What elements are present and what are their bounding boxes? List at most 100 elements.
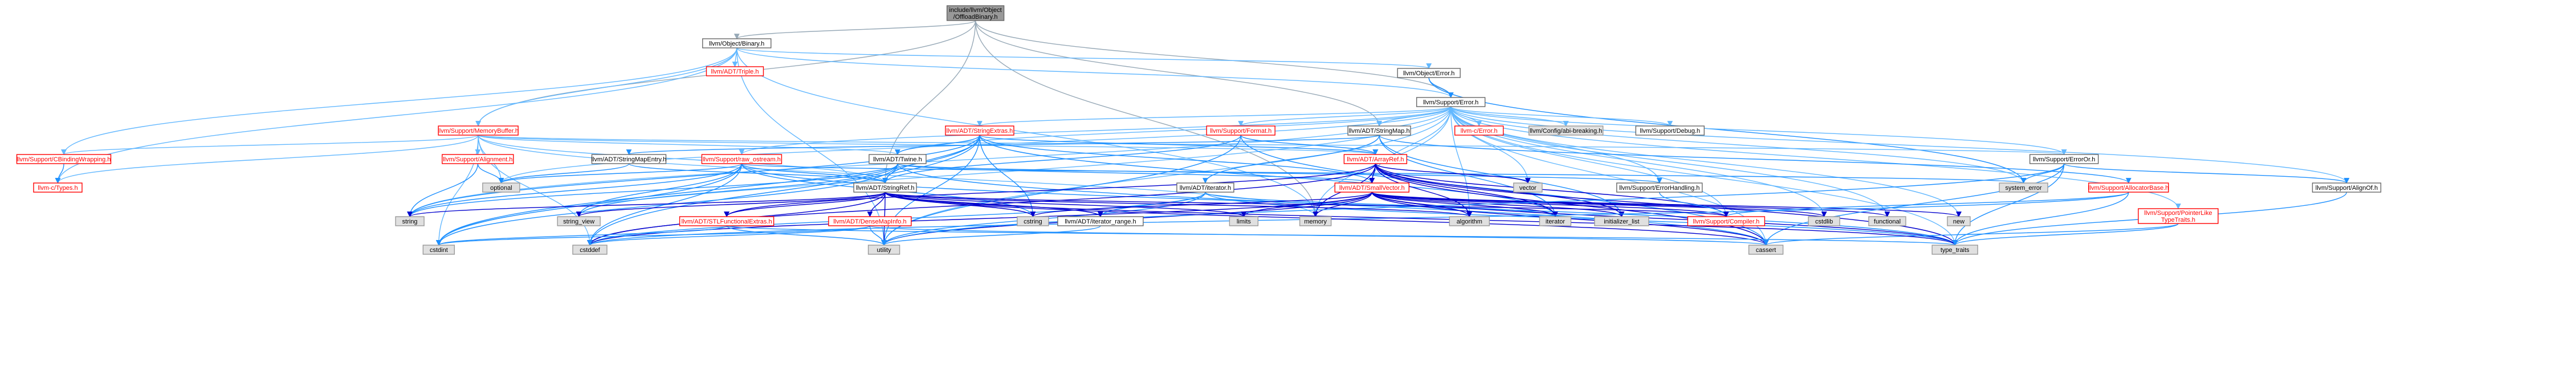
node-memorybuffer[interactable]: llvm/Support/MemoryBuffer.h	[438, 125, 519, 136]
node-stringextras[interactable]: llvm/ADT/StringExtras.h	[945, 125, 1014, 136]
node-binary[interactable]: llvm/Object/Binary.h	[702, 38, 772, 48]
node-stringref[interactable]: llvm/ADT/StringRef.h	[853, 182, 917, 193]
edge-rawostream-to-string	[407, 163, 743, 217]
node-cstddef: cstddef	[572, 245, 608, 255]
node-smallvector[interactable]: llvm/ADT/SmallVector.h	[1334, 182, 1410, 193]
node-utility: utility	[867, 245, 900, 255]
node-label-vector: vector	[1519, 185, 1536, 192]
node-label-densemapinfo: llvm/ADT/DenseMapInfo.h	[833, 218, 906, 225]
node-debug[interactable]: llvm/Support/Debug.h	[1635, 125, 1705, 136]
edge-smallvector-to-new	[1371, 192, 1962, 217]
edge-root-to-error	[975, 20, 1454, 98]
node-stringmap[interactable]: llvm/ADT/StringMap.h	[1347, 125, 1411, 136]
edge-stringextras-to-cstddef	[587, 135, 980, 246]
node-densemapinfo[interactable]: llvm/ADT/DenseMapInfo.h	[828, 216, 912, 226]
edge-binary-to-utility	[736, 47, 887, 246]
edge-densemapinfo-to-cstddef	[587, 225, 871, 246]
node-cstring: cstring	[1017, 216, 1049, 226]
node-rawostream[interactable]: llvm/Support/raw_ostream.h	[701, 154, 782, 164]
edge-error-to-utility	[881, 106, 1452, 246]
node-stlfunctional[interactable]: llvm/ADT/STLFunctionalExtras.h	[679, 216, 775, 226]
node-label-erroror: llvm/Support/ErrorOr.h	[2033, 156, 2095, 163]
node-arrayref[interactable]: llvm/ADT/ArrayRef.h	[1343, 154, 1408, 164]
node-box-iteratorrange	[1057, 216, 1144, 226]
edge-smallvector-to-initializerlist	[1371, 192, 1625, 217]
edge-error-to-debug	[1450, 106, 1673, 127]
edge-error-to-smallvector	[1369, 106, 1452, 184]
edge-root-to-stringmap	[975, 20, 1382, 127]
node-alignment[interactable]: llvm/Support/Alignment.h	[442, 154, 514, 164]
node-label-compiler: llvm/Support/Compiler.h	[1693, 218, 1760, 225]
node-label-objerror: llvm/Object/Error.h	[1403, 70, 1454, 77]
edge-pointerlike-to-cassert	[1763, 223, 2179, 246]
edge-stringref-to-densemapinfo	[867, 192, 886, 217]
edge-error-to-alignof	[1450, 106, 2350, 184]
edge-twine-to-stringview	[576, 163, 898, 217]
node-cbinding[interactable]: llvm/Support/CBindingWrapping.h	[16, 154, 112, 164]
node-box-triple	[706, 66, 764, 76]
node-cerror[interactable]: llvm-c/Error.h	[1454, 125, 1504, 136]
node-errorhandling[interactable]: llvm/Support/ErrorHandling.h	[1616, 182, 1703, 193]
node-compiler[interactable]: llvm/Support/Compiler.h	[1687, 216, 1766, 226]
node-twine[interactable]: llvm/ADT/Twine.h	[869, 154, 927, 164]
node-iterator[interactable]: llvm/ADT/iterator.h	[1176, 182, 1234, 193]
edge-memorybuffer-to-cstdint	[435, 135, 479, 246]
node-triple[interactable]: llvm/ADT/Triple.h	[706, 66, 764, 76]
nodes-layer: include/llvm/Object/OffloadBinary.h llvm/…	[16, 5, 2382, 255]
node-label-memory: memory	[1304, 218, 1327, 225]
node-ctypes[interactable]: llvm-c/Types.h	[33, 182, 83, 193]
edge-stringref-to-cstring	[885, 192, 1036, 217]
edge-rawostream-to-stringref	[741, 163, 888, 184]
node-box-cassert	[1748, 245, 1784, 255]
node-objerror[interactable]: llvm/Object/Error.h	[1397, 68, 1461, 78]
node-box-ctypes	[33, 182, 83, 193]
node-label-stringextras: llvm/ADT/StringExtras.h	[947, 128, 1013, 135]
node-label-iteratorrange: llvm/ADT/iterator_range.h	[1065, 218, 1136, 225]
node-label-rawostream: llvm/Support/raw_ostream.h	[703, 156, 781, 163]
edge-rawostream-to-optional	[498, 163, 743, 184]
node-label-arrayref: llvm/ADT/ArrayRef.h	[1347, 156, 1404, 163]
edge-cbinding-to-ctypes	[55, 163, 64, 184]
node-stringmapentry[interactable]: llvm/ADT/StringMapEntry.h	[592, 154, 667, 164]
edge-binary-to-memorybuffer	[475, 47, 737, 127]
edge-arrayref-to-vector	[1375, 163, 1531, 184]
node-box-stringextras	[945, 125, 1014, 136]
edge-error-to-cstdlib	[1450, 106, 1827, 217]
node-box-pointerlike	[2138, 208, 2219, 224]
edge-error-to-abibreaking	[1450, 106, 1569, 127]
edge-stringref-to-algorithm	[885, 192, 1472, 217]
edge-twine-to-smallvector	[897, 163, 1375, 184]
edge-densemapinfo-to-cstdint	[436, 225, 871, 246]
edge-smallvector-to-typetraits	[1371, 192, 1958, 246]
edge-root-to-stringref	[882, 20, 976, 184]
node-format[interactable]: llvm/Support/Format.h	[1206, 125, 1275, 136]
edge-memorybuffer-to-arrayref	[478, 135, 1378, 155]
edge-stringextras-to-twine	[895, 135, 980, 155]
node-memory: memory	[1299, 216, 1332, 226]
node-box-cstdlib	[1808, 216, 1840, 226]
edge-stringref-to-typetraits	[885, 192, 1958, 246]
node-box-cstring	[1017, 216, 1049, 226]
node-label-cstddef: cstddef	[580, 247, 600, 254]
edge-stringref-to-compiler	[885, 192, 1729, 217]
node-allocatorbase[interactable]: llvm/Support/AllocatorBase.h	[2088, 182, 2169, 193]
node-alignof[interactable]: llvm/Support/AlignOf.h	[2312, 182, 2382, 193]
node-label-root: include/llvm/Object	[949, 7, 1001, 14]
edge-smallvector-to-cstring	[1030, 192, 1373, 217]
node-stringview: string_view	[557, 216, 601, 226]
node-string: string	[395, 216, 425, 226]
edge-stringmap-to-stringmapentry	[626, 135, 1380, 155]
node-error[interactable]: llvm/Support/Error.h	[1416, 97, 1486, 107]
node-label-functional: functional	[1874, 218, 1901, 225]
edge-smallvector-to-memory	[1313, 192, 1373, 217]
edge-twine-to-errorhandling	[897, 163, 1662, 184]
node-root[interactable]: include/llvm/Object/OffloadBinary.h	[946, 5, 1005, 21]
node-erroror[interactable]: llvm/Support/ErrorOr.h	[2029, 154, 2099, 164]
node-label-cerror: llvm-c/Error.h	[1461, 128, 1498, 135]
node-algorithm: algorithm	[1449, 216, 1490, 226]
node-iteratorrange[interactable]: llvm/ADT/iterator_range.h	[1057, 216, 1144, 226]
node-label-initializerlist: initializer_list	[1604, 218, 1639, 225]
edge-erroror-to-utility	[881, 163, 2065, 246]
edges-layer	[55, 20, 2350, 246]
